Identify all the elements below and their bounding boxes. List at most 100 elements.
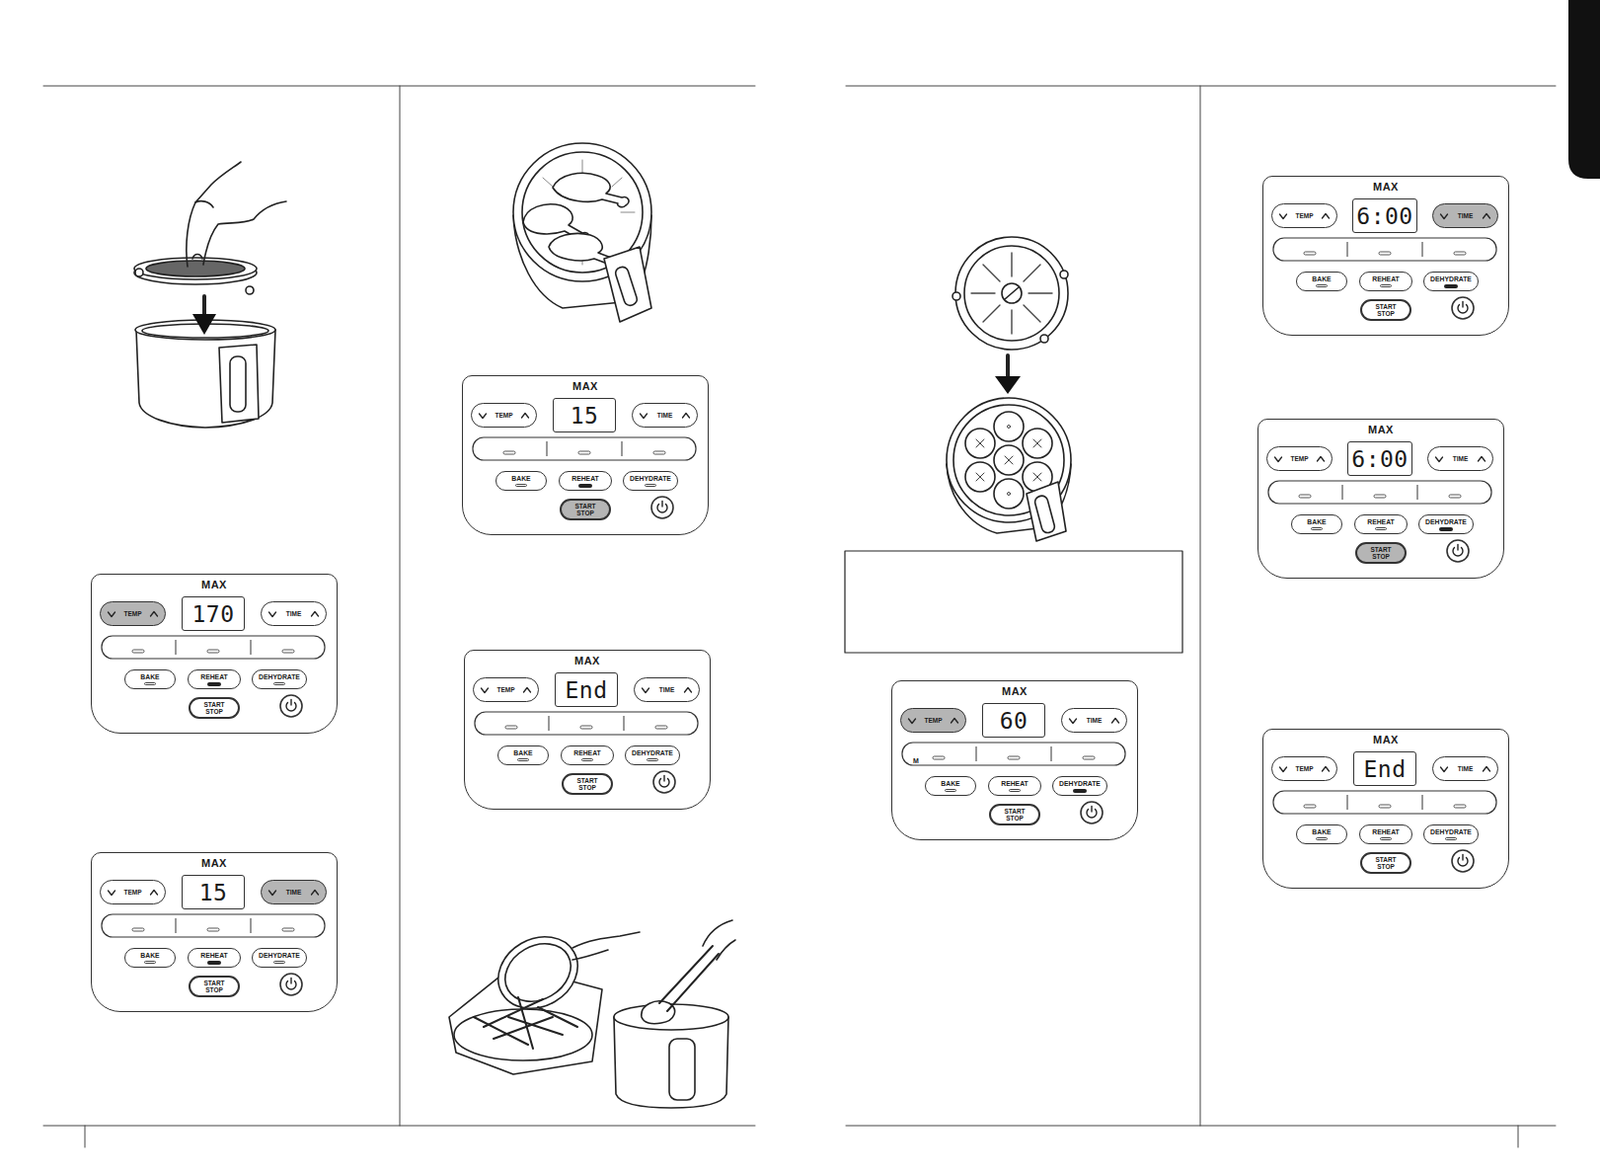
rack-knob-line <box>1004 287 1019 300</box>
button-label: BAKE <box>511 474 531 483</box>
function-button: DEHYDRATE <box>251 947 307 968</box>
button-label: TEMP <box>123 888 142 897</box>
chevron <box>269 890 277 896</box>
function-indicator <box>1072 788 1087 793</box>
bar-indicator <box>1303 251 1316 255</box>
power-icon <box>291 699 293 706</box>
start-stop-button: START STOP <box>188 696 240 719</box>
serving-illustration <box>449 919 736 1108</box>
temp-button: TEMP <box>472 677 539 702</box>
chevron <box>1483 765 1491 771</box>
bar-indicator <box>1303 804 1316 808</box>
rack-inner <box>964 245 1060 341</box>
chevron-icon <box>309 609 320 619</box>
bar-indicator <box>1448 494 1461 498</box>
plate-rim <box>134 260 257 285</box>
fingernail <box>192 254 203 260</box>
bar-divider <box>1051 746 1053 762</box>
slot <box>1010 252 1012 277</box>
hand <box>203 201 287 265</box>
power-button <box>1080 801 1103 824</box>
bar-indicator <box>655 725 668 729</box>
bar-divider <box>546 441 548 457</box>
panel-model-label: MAX <box>1263 733 1509 746</box>
power-button <box>1451 297 1474 319</box>
chevron-icon <box>1476 454 1487 464</box>
slot <box>1028 292 1053 294</box>
button-label: BAKE <box>513 749 533 758</box>
slot <box>971 292 995 294</box>
button-label: DEHYDRATE <box>258 673 301 682</box>
fry <box>473 1016 529 1045</box>
panel-model-label: MAX <box>892 685 1138 697</box>
time-button: TIME <box>1061 707 1128 733</box>
temp-button: TEMP <box>900 707 967 733</box>
chevron <box>640 413 648 419</box>
button-label: TIME <box>1457 764 1474 773</box>
time-button: TIME <box>1427 446 1494 471</box>
bar-divider <box>548 715 550 731</box>
button-label: REHEAT <box>1000 779 1028 788</box>
chevron-icon <box>1278 211 1289 222</box>
chevron <box>1112 717 1120 723</box>
function-indicator <box>207 682 222 686</box>
hand <box>195 201 214 208</box>
button-label: TEMP <box>1290 455 1308 463</box>
button-label: DEHYDRATE <box>1059 779 1101 788</box>
function-button: DEHYDRATE <box>1052 775 1108 796</box>
function-indicator <box>1310 527 1323 531</box>
core <box>1033 439 1042 448</box>
chevron-icon <box>1481 211 1492 222</box>
button-label: REHEAT <box>573 749 601 758</box>
bar-indicator <box>578 451 591 455</box>
core <box>1004 456 1013 464</box>
apple-slice <box>965 428 995 458</box>
apple-slice <box>1022 428 1053 458</box>
bar-indicator <box>505 725 518 729</box>
mode-letter: M <box>913 757 919 764</box>
tongs <box>667 953 719 1011</box>
chevron-icon <box>106 887 117 898</box>
button-label: START STOP <box>201 979 228 993</box>
start-stop-button: START STOP <box>188 975 240 997</box>
function-indicator <box>273 960 286 964</box>
chevron-icon <box>479 685 490 695</box>
function-indicator <box>144 960 156 964</box>
display-screen: 170 <box>181 596 245 631</box>
hand <box>572 931 640 948</box>
chevron <box>1280 766 1288 772</box>
bar-divider <box>621 441 623 457</box>
display-screen: 6:00 <box>1352 198 1417 233</box>
button-label: DEHYDRATE <box>1425 518 1467 527</box>
power-button <box>653 770 676 793</box>
display-readout: 15 <box>199 877 229 908</box>
bar-indicator <box>282 649 295 653</box>
button-label: TEMP <box>1295 764 1313 773</box>
button-label: TIME <box>286 609 303 618</box>
function-button: BAKE <box>924 775 977 796</box>
function-indicator <box>144 682 156 686</box>
rack-slots <box>971 252 1053 334</box>
control-panel: MAXTEMPEndTIMEBAKEREHEATDEHYDRATESTART S… <box>463 649 711 810</box>
start-stop-button: START STOP <box>1360 851 1412 874</box>
function-indicator <box>207 960 222 965</box>
plate-foot <box>245 286 254 295</box>
bar-divider <box>1417 484 1419 500</box>
power-button <box>651 496 674 519</box>
chevron <box>151 610 158 616</box>
power-icon <box>662 501 664 508</box>
button-label: TIME <box>659 685 676 694</box>
start-stop-button: START STOP <box>989 803 1041 826</box>
bar-divider <box>1422 794 1424 810</box>
button-label: START STOP <box>572 502 599 517</box>
function-indicator <box>1315 837 1328 840</box>
panel-model-label: MAX <box>1258 423 1504 436</box>
control-panel: MAXTEMP6:00TIMEBAKEREHEATDEHYDRATESTART … <box>1257 418 1505 579</box>
function-button: BAKE <box>124 947 176 968</box>
chevron-icon <box>638 410 649 421</box>
rack-tab <box>1040 334 1049 343</box>
function-bar <box>1273 237 1497 261</box>
panel-model-label: MAX <box>462 380 708 392</box>
chevron-icon <box>1439 211 1449 222</box>
chevron <box>524 686 532 692</box>
